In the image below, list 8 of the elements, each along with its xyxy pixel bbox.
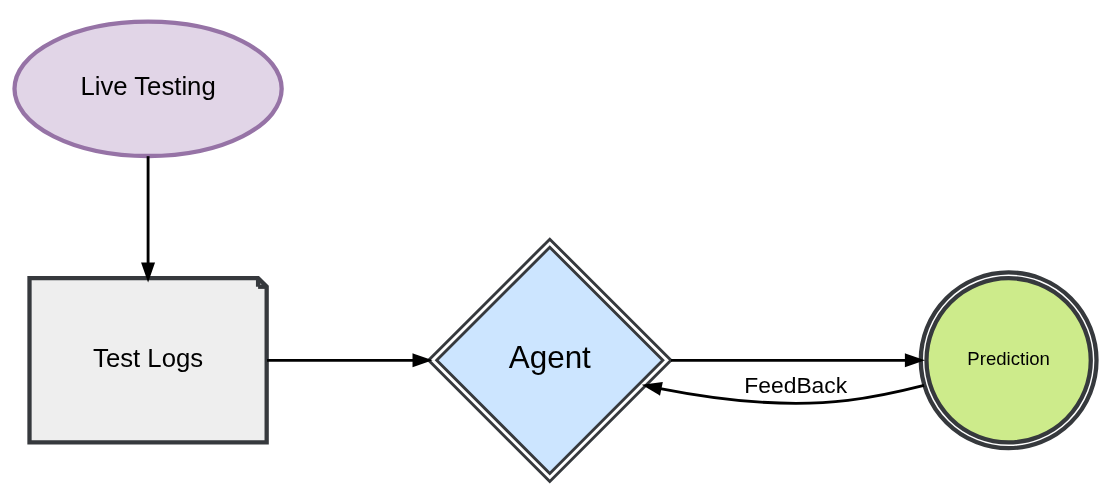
edge-label: FeedBack: [744, 371, 848, 398]
node-circle: Prediction: [918, 269, 1099, 450]
node-ellipse: Live Testing: [12, 19, 284, 158]
arrow: [641, 381, 925, 405]
arrow: [141, 155, 156, 282]
node-diamond: Agent: [426, 236, 673, 484]
arrow: [671, 352, 925, 367]
arrow: [267, 352, 433, 367]
